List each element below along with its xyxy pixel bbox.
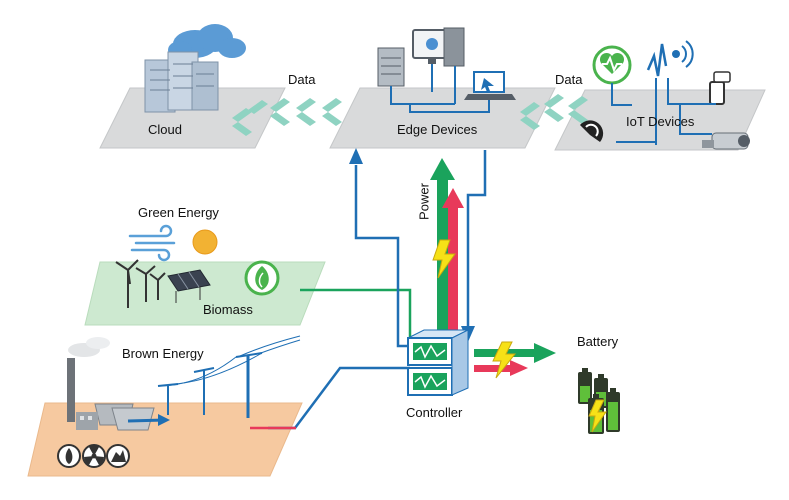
edge-devices-label: Edge Devices <box>397 122 478 137</box>
data-flow-left <box>232 98 342 136</box>
brown-energy-label: Brown Energy <box>122 346 204 361</box>
power-flow-arrows <box>430 158 464 333</box>
power-plant-icon <box>67 337 155 431</box>
transmission-lines-icon <box>127 335 301 426</box>
controller-icon <box>407 329 469 396</box>
edge-platform <box>329 87 556 149</box>
iot-devices-icon <box>580 40 750 150</box>
solar-panel-icon <box>167 269 211 303</box>
biomass-icon <box>244 260 280 296</box>
edge-network-lines <box>390 64 490 113</box>
iot-network-lines <box>611 78 716 145</box>
iot-devices-label: IoT Devices <box>626 114 695 129</box>
cloud-label: Cloud <box>148 122 182 137</box>
power-label: Power <box>416 183 432 220</box>
cloud-server-icon <box>144 24 246 113</box>
green-energy-label: Green Energy <box>138 205 219 220</box>
battery-icon <box>578 368 620 434</box>
desktop-computer-icon <box>377 27 516 100</box>
biomass-label: Biomass <box>203 302 253 317</box>
wind-icon <box>128 224 176 262</box>
arrow-to-edge <box>349 148 363 164</box>
wind-turbine-icon <box>115 259 166 308</box>
battery-flow-arrows <box>474 341 556 379</box>
connection-lines <box>250 150 487 430</box>
battery-label: Battery <box>577 334 619 349</box>
data-label-left: Data <box>288 72 316 87</box>
energy-source-badges <box>57 444 130 468</box>
data-flow-right <box>520 94 588 130</box>
controller-label: Controller <box>406 405 463 420</box>
battery-bolt-icon <box>492 341 517 379</box>
power-bolt-icon <box>432 239 456 279</box>
data-label-right: Data <box>555 72 583 87</box>
sun-icon <box>192 229 218 255</box>
